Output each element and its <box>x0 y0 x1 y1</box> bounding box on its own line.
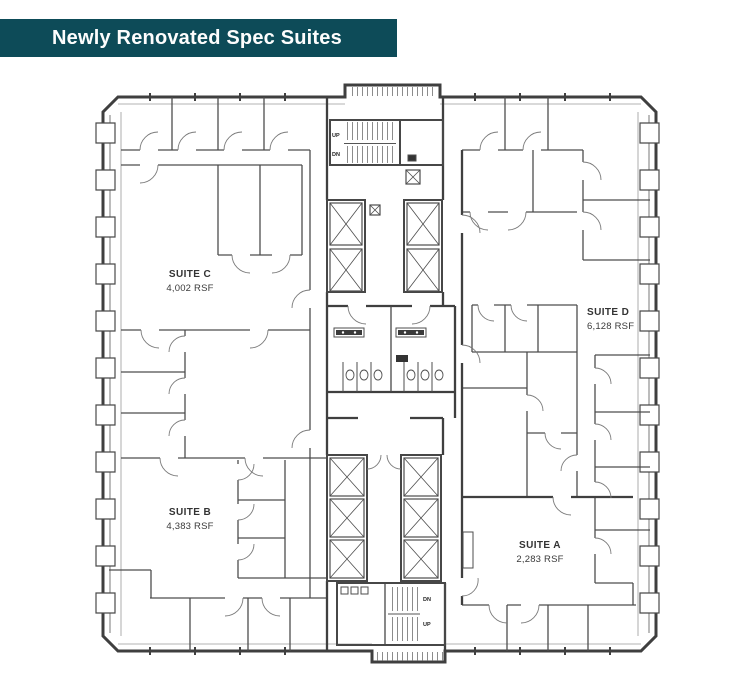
elevator-bank-bottom-right <box>400 454 442 582</box>
suite-b-name: SUITE B <box>169 507 211 518</box>
stair-labels: UP DN DN UP <box>331 132 431 628</box>
suite-d-area: 6,128 RSF <box>587 321 634 332</box>
suite-c-name: SUITE C <box>169 269 211 280</box>
title-banner: Newly Renovated Spec Suites <box>0 19 397 57</box>
door-swings <box>139 131 612 624</box>
stair-top-dn-label: DN <box>332 152 340 158</box>
vestibule-room <box>399 119 444 166</box>
exterior-columns <box>95 122 660 614</box>
stair-bottom-dn-label: DN <box>423 597 431 603</box>
elevator-shafts <box>329 169 440 579</box>
elevator-bank-bottom-left <box>326 454 368 582</box>
suite-c-label: SUITE C 4,002 RSF <box>166 269 213 294</box>
sink-basins <box>336 330 362 335</box>
core <box>326 119 446 646</box>
mullion-ticks <box>149 93 611 655</box>
equipment-box <box>407 154 417 162</box>
suite-a-area: 2,283 RSF <box>516 554 563 565</box>
stair-treads <box>344 87 443 661</box>
stair-bottom-room <box>336 582 446 646</box>
page-title: Newly Renovated Spec Suites <box>52 26 342 49</box>
mop-sink <box>396 355 408 362</box>
suite-b-label: SUITE B 4,383 RSF <box>166 507 213 532</box>
sink-basins <box>398 330 424 335</box>
elevator-bank-top-left <box>326 199 366 293</box>
suite-c-area: 4,002 RSF <box>166 283 213 294</box>
interior-walls <box>109 97 650 651</box>
restrooms <box>333 327 444 392</box>
suite-a-name: SUITE A <box>519 540 561 551</box>
suite-b-area: 4,383 RSF <box>166 521 213 532</box>
stair-bottom-up-label: UP <box>423 622 431 628</box>
suite-a-label: SUITE A 2,283 RSF <box>516 540 563 565</box>
fixtures <box>340 154 474 595</box>
elevator-bank-top-right <box>403 199 443 293</box>
stair-top-up-label: UP <box>332 133 340 139</box>
suite-d-name: SUITE D <box>587 307 629 318</box>
toilets <box>345 369 444 381</box>
suite-d-label: SUITE D 6,128 RSF <box>587 307 634 332</box>
built-in-cabinet <box>462 531 474 569</box>
